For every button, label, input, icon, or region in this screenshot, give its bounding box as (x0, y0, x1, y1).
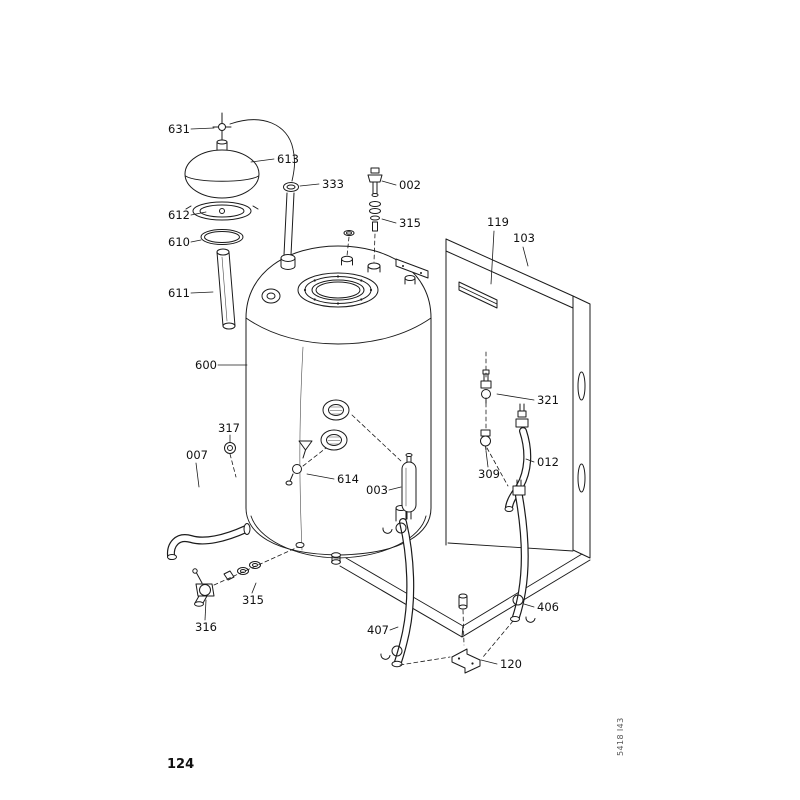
part-614 (285, 440, 313, 486)
expansion-vessel-assembly (184, 112, 295, 330)
leader-line-003-17 (388, 486, 402, 491)
part-003 (401, 453, 417, 520)
part-label-611: 611 (168, 286, 190, 300)
leader-line-321-11 (496, 393, 535, 401)
tank-assembly (245, 245, 432, 565)
leader-line-612-4 (190, 211, 207, 216)
part-label-119: 119 (487, 215, 509, 229)
part-label-333: 333 (322, 177, 344, 191)
part-label-407: 407 (367, 623, 389, 637)
leader-line-309-15 (485, 450, 489, 468)
part-label-613: 613 (277, 152, 299, 166)
part-label-406: 406 (537, 600, 559, 614)
leader-line-614-16 (306, 473, 335, 480)
leader-line-002-3 (381, 180, 397, 186)
leader-line-631-0 (190, 127, 215, 130)
fittings-321-309 (480, 369, 492, 451)
leader-line-316-19 (204, 599, 207, 621)
pipe-407 (380, 505, 415, 668)
leader-line-611-9 (190, 291, 214, 294)
page-number: 124 (167, 757, 195, 772)
part-label-315: 315 (399, 216, 421, 230)
part-label-321: 321 (537, 393, 559, 407)
part-label-002: 002 (399, 178, 421, 192)
leader-line-012-14 (525, 458, 535, 463)
ring-333-and-pipe (283, 182, 299, 256)
part-label-120: 120 (500, 657, 522, 671)
leader-line-103-8 (522, 246, 529, 267)
leader-line-613-1 (250, 158, 275, 163)
part-label-610: 610 (168, 235, 190, 249)
part-label-315: 315 (242, 593, 264, 607)
pipe-007 (166, 523, 251, 560)
part-label-012: 012 (537, 455, 559, 469)
fitting-002-washers-315 (343, 167, 383, 236)
frame-assembly (339, 238, 591, 638)
part-label-103: 103 (513, 231, 535, 245)
part-317 (224, 442, 236, 454)
part-label-614: 614 (337, 472, 359, 486)
part-label-007: 007 (186, 448, 208, 462)
part-labels-layer: 631 613 333 002 612 315 610 119 103 611 600 321 317 0… (168, 122, 559, 671)
part-label-631: 631 (168, 122, 190, 136)
leader-line-333-2 (299, 183, 320, 187)
bracket-120 (451, 648, 481, 674)
leader-line-610-6 (190, 239, 202, 243)
assembly-dashed-lines (213, 233, 514, 666)
pipe-406 (510, 479, 536, 623)
part-label-612: 612 (168, 208, 190, 222)
leader-line-315-5 (381, 218, 397, 224)
valve-316-washers-315 (192, 561, 261, 607)
leader-line-315-18 (251, 582, 257, 594)
part-label-003: 003 (366, 483, 388, 497)
part-label-317: 317 (218, 421, 240, 435)
part-label-316: 316 (195, 620, 217, 634)
leader-line-007-13 (195, 462, 200, 488)
leader-line-120-22 (480, 659, 498, 665)
leader-line-406-21 (523, 603, 535, 608)
part-label-600: 600 (195, 358, 217, 372)
leader-line-407-20 (389, 626, 399, 631)
document-code: 5418 I43 (616, 717, 625, 756)
part-label-309: 309 (478, 467, 500, 481)
leader-line-119-7 (490, 230, 495, 285)
